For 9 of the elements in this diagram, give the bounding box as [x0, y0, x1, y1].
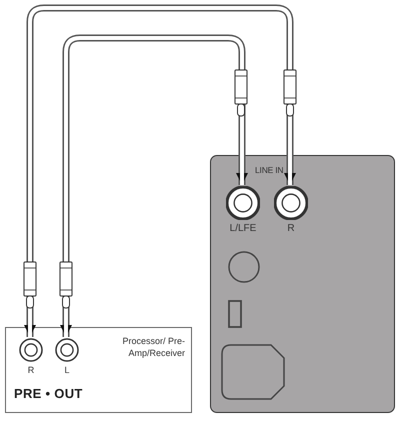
panel-heading: LINE IN [255, 165, 284, 175]
jack-label: R [28, 366, 34, 375]
jack-label: L [64, 366, 70, 375]
device-name: Processor/ Pre-Amp/Receiver [121, 335, 185, 360]
jack-label: R [287, 224, 295, 234]
output-label: PRE • OUT [14, 386, 83, 401]
receiver-panel [5, 327, 192, 413]
jack-label: L/LFE [230, 224, 256, 234]
subwoofer-panel [210, 155, 395, 413]
